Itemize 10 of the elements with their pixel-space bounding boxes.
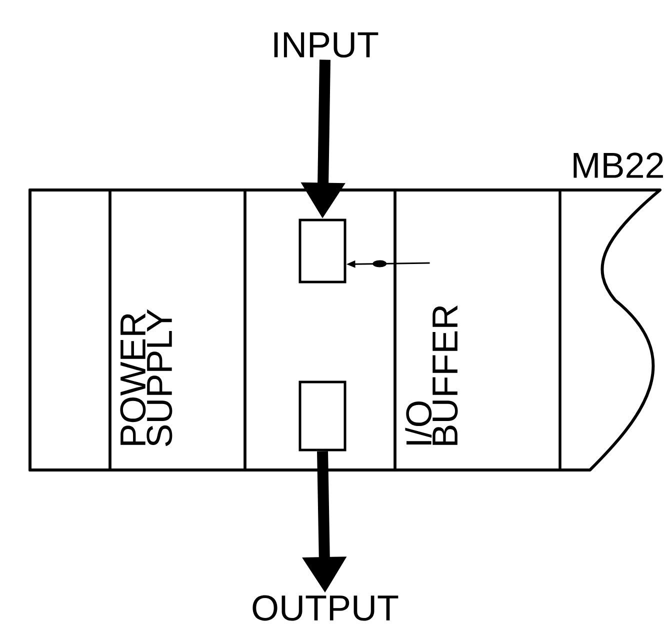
panel-outline [28, 152, 663, 472]
module-slot [244, 188, 396, 472]
module-slot [28, 188, 112, 472]
terminal-box [298, 380, 346, 452]
terminal-box [298, 218, 346, 284]
signal-label: OUTPUT [252, 595, 398, 621]
module-slot: POWER SUPPLY [108, 188, 246, 472]
panel-label: MB22 [574, 152, 663, 178]
module-slot: I/O BUFFER [394, 188, 562, 472]
signal-label: INPUT [274, 32, 378, 58]
